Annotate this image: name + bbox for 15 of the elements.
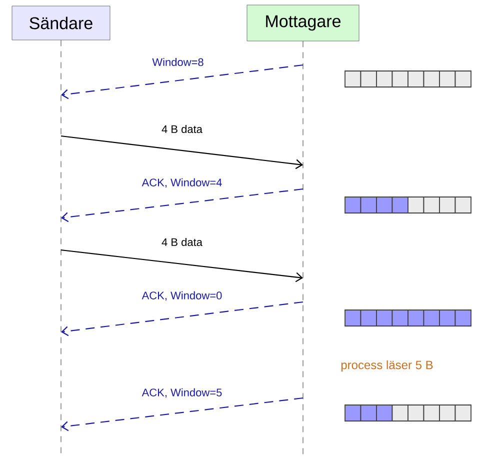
note: process läser 5 B (341, 360, 433, 372)
actor-box: Sändare (12, 6, 110, 40)
message-arrow (60, 249, 303, 282)
message-arrow (60, 135, 303, 170)
edge-label: 4 B data (160, 236, 204, 248)
edge-label: ACK, Window=5 (140, 387, 224, 399)
message-arrow (61, 301, 304, 336)
edge-label: Window=8 (151, 56, 205, 68)
actor-box: Mottagare (246, 4, 360, 42)
edge-label: ACK, Window=4 (140, 177, 224, 189)
edge-label: 4 B data (160, 124, 204, 134)
message-arrow (61, 188, 304, 222)
edge-label: ACK, Window=0 (140, 290, 224, 302)
message-arrow (61, 397, 304, 432)
message-arrow (61, 64, 304, 100)
